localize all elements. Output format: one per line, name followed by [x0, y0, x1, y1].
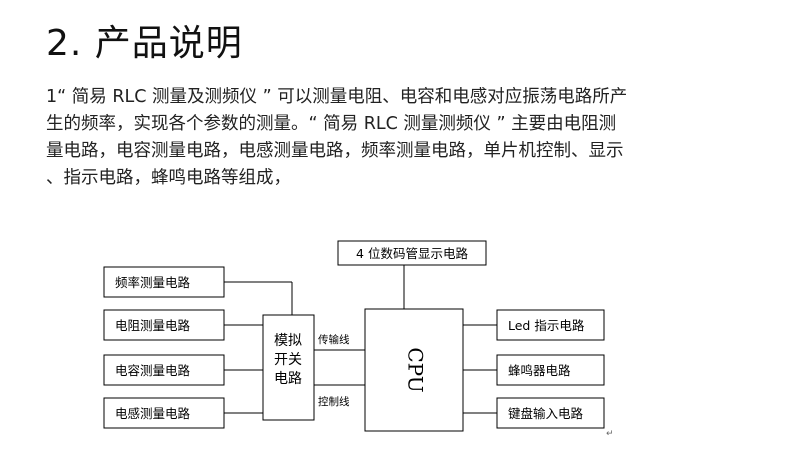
- keyboard-input-label: 键盘输入电路: [508, 406, 584, 421]
- paragraph-line-1: 1“ 简易 RLC 测量及测频仪 ” 可以测量电阻、电容和电感对应振荡电路所产: [46, 87, 628, 107]
- buzzer-circuit-box: [496, 354, 605, 386]
- buzzer-circuit-label: 蜂鸣器电路: [508, 363, 571, 378]
- resistance-measure-box: [103, 309, 225, 341]
- inductance-measure-label: 电感测量电路: [115, 406, 191, 421]
- paragraph-line-3: 量电路，电容测量电路，电感测量电路，频率测量电路，单片机控制、显示: [46, 141, 624, 161]
- analog-switch-label-1: 模拟: [274, 333, 302, 349]
- analog-switch-label-3: 电路: [274, 371, 302, 387]
- inductance-measure-box: [103, 397, 225, 429]
- analog-switch-box: [262, 314, 315, 421]
- page-title: 2. 产品说明: [46, 23, 243, 64]
- frequency-measure-box: [103, 266, 225, 298]
- description-paragraph: 1“ 简易 RLC 测量及测频仪 ” 可以测量电阻、电容和电感对应振荡电路所产 …: [46, 84, 766, 192]
- capacitance-measure-label: 电容测量电路: [115, 363, 191, 378]
- frequency-measure-label: 频率测量电路: [115, 275, 191, 290]
- display-circuit-box: [337, 240, 487, 266]
- led-indicator-box: [496, 309, 605, 341]
- cpu-label: CPU: [404, 347, 428, 392]
- cpu-box: [364, 308, 464, 432]
- resistance-measure-label: 电阻测量电路: [115, 318, 191, 333]
- connector-lines: [224, 265, 497, 414]
- paragraph-line-2: 生的频率，实现各个参数的测量。“ 简易 RLC 测量测频仪 ” 主要由电阻测: [46, 114, 617, 134]
- analog-switch-label-2: 开关: [274, 352, 302, 368]
- keyboard-input-box: [496, 397, 605, 429]
- transmit-line-label: 传输线: [318, 333, 350, 346]
- led-indicator-label: Led 指示电路: [508, 318, 585, 333]
- capacitance-measure-box: [103, 354, 225, 386]
- display-circuit-label: 4 位数码管显示电路: [356, 246, 468, 261]
- paragraph-line-4: 、指示电路，蜂鸣电路等组成，: [46, 168, 291, 188]
- control-line-label: 控制线: [318, 395, 350, 408]
- return-mark: ↵: [606, 429, 614, 439]
